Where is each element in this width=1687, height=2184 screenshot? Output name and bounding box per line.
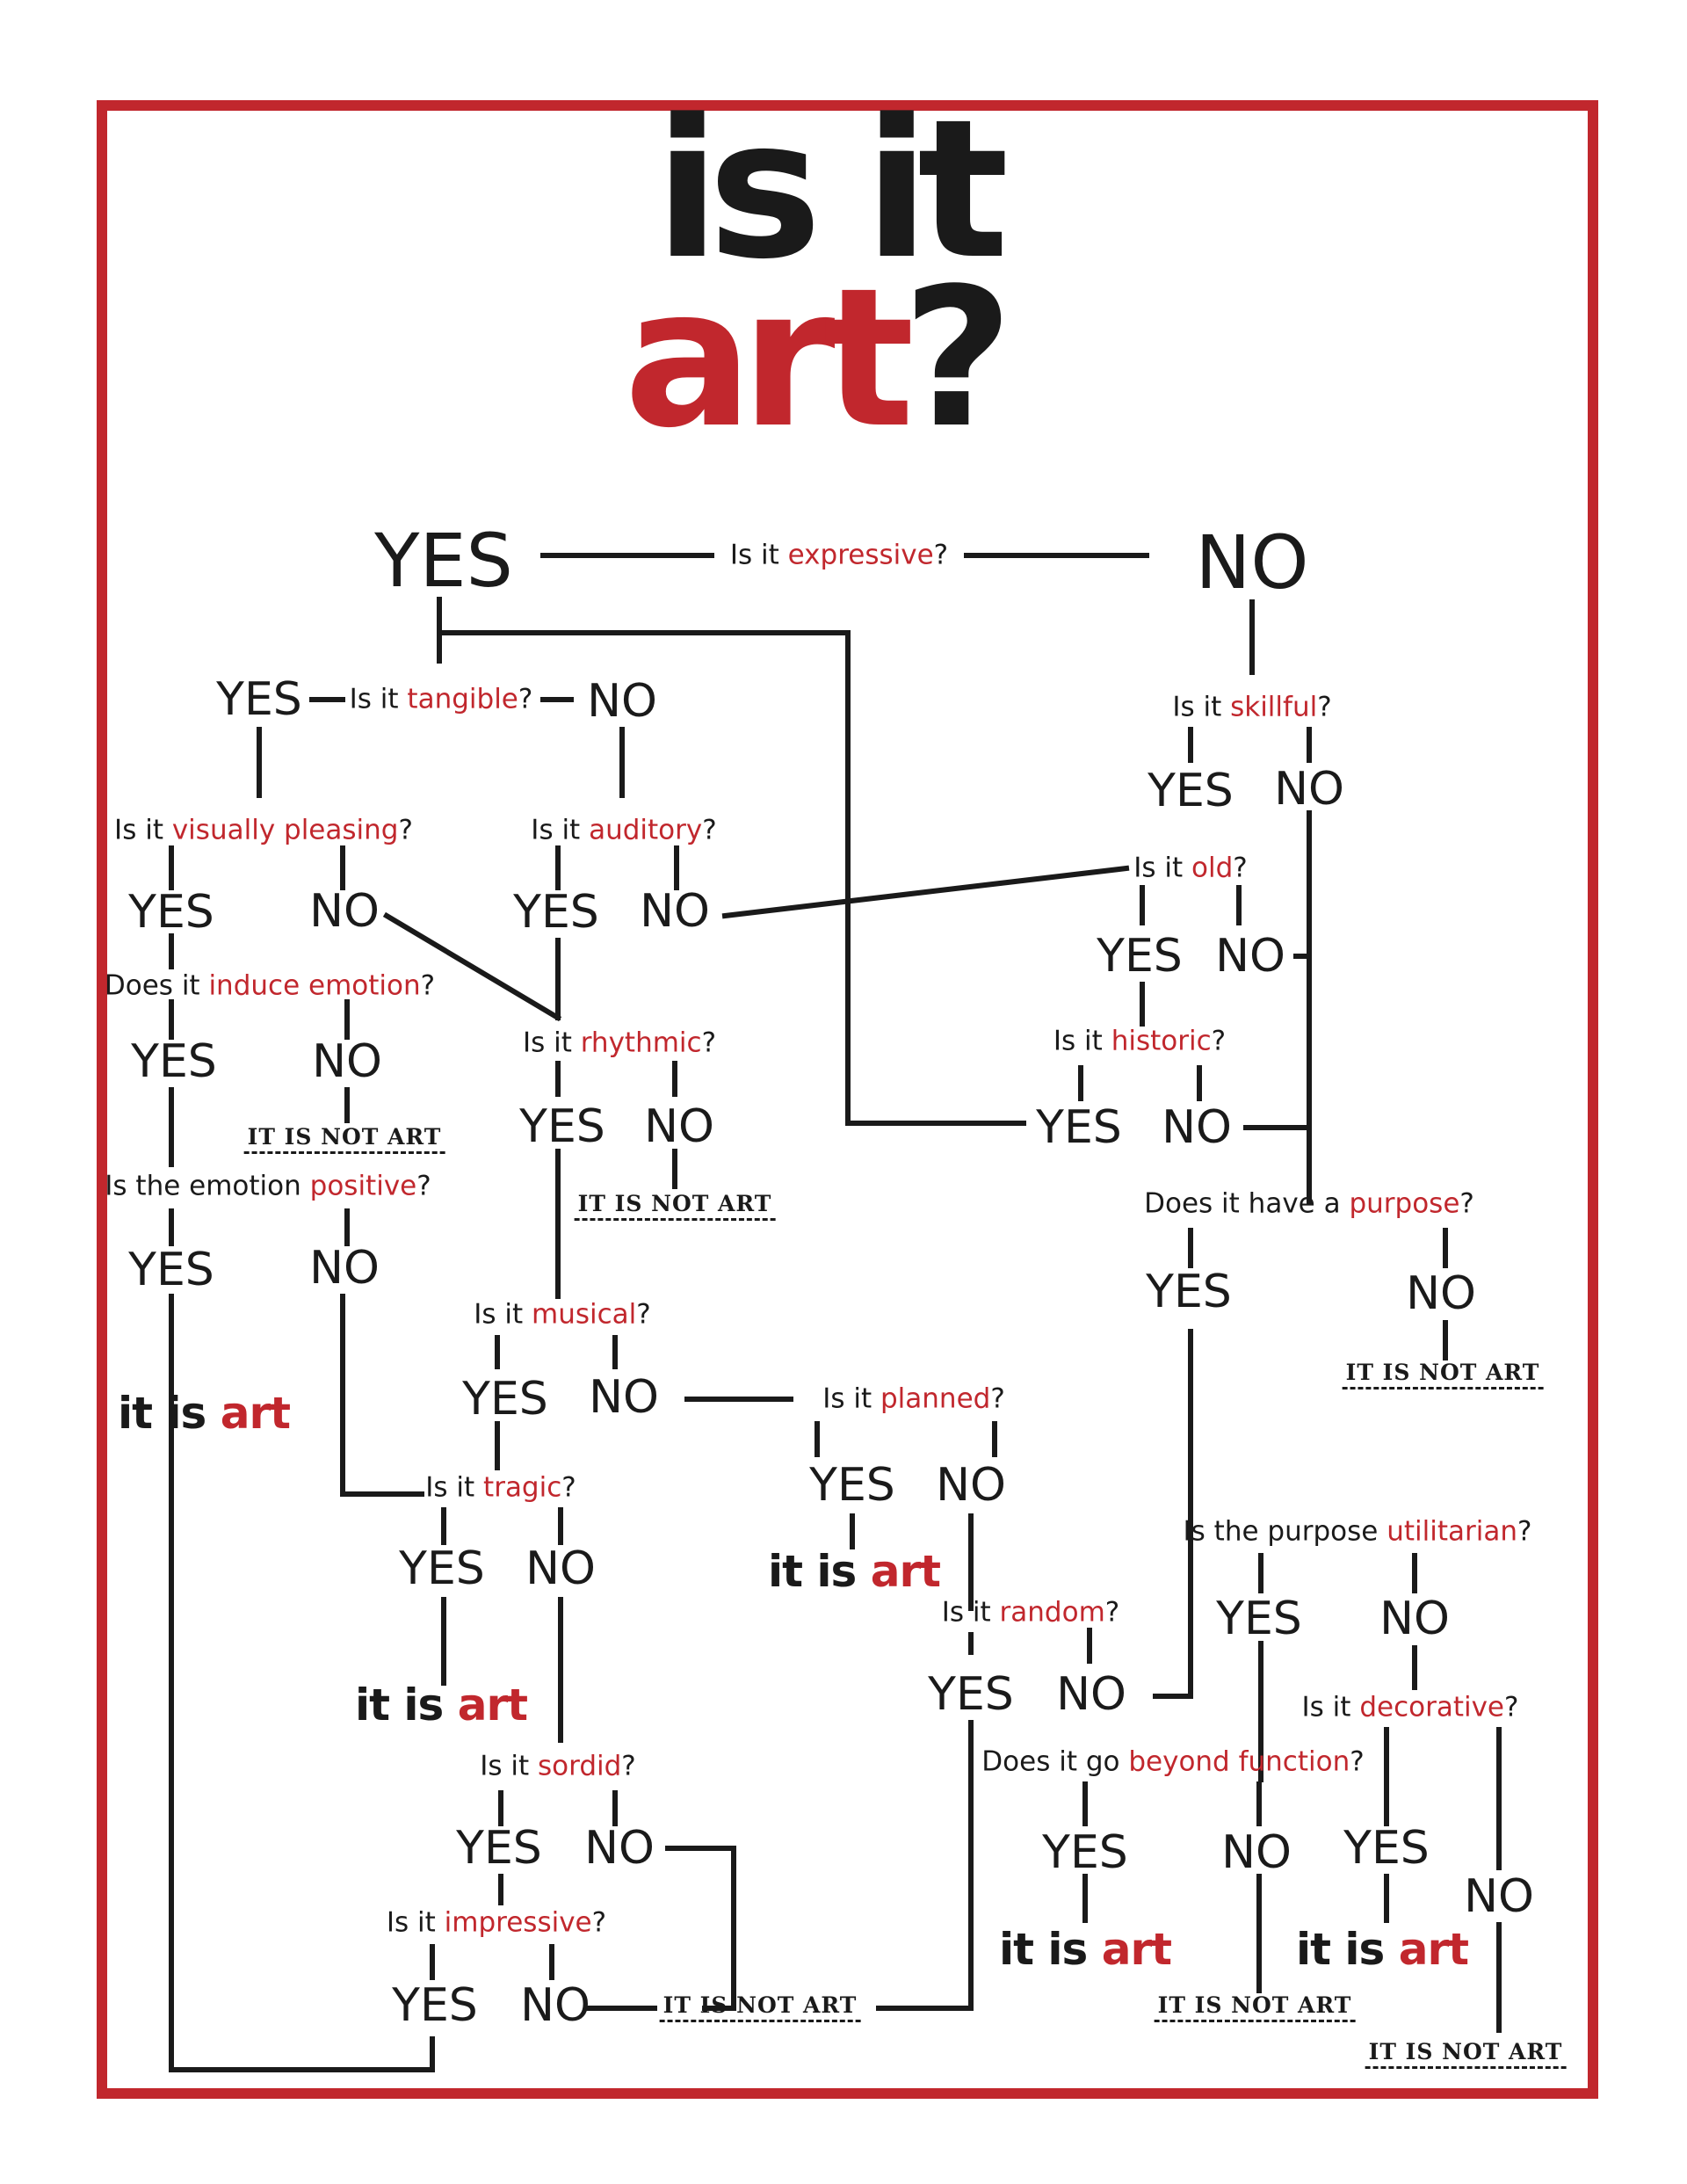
skillful-no: NO (1274, 763, 1344, 816)
expressive-yes: YES (374, 518, 513, 604)
tangible-no: NO (587, 675, 657, 728)
question-sordid: Is it sordid? (480, 1750, 636, 1782)
question-utilitarian: Is the purpose utilitarian? (1183, 1515, 1532, 1548)
emotion-yes: YES (131, 1035, 217, 1088)
question-purpose: Does it have a purpose? (1144, 1187, 1474, 1220)
sordid-no: NO (584, 1822, 655, 1875)
not-art-outcome-emotion: IT IS NOT ART (243, 1126, 445, 1154)
old-yes: YES (1097, 930, 1183, 983)
purpose-no: NO (1406, 1267, 1476, 1320)
positive-yes: YES (128, 1244, 214, 1296)
question-skillful: Is it skillful? (1172, 691, 1332, 723)
utilitarian-no: NO (1379, 1593, 1450, 1645)
planned-yes: YES (809, 1459, 895, 1512)
impressive-no: NO (520, 1979, 590, 2032)
title-question-mark: ? (901, 248, 1014, 470)
not-art-outcome-purpose: IT IS NOT ART (1342, 1361, 1544, 1389)
poster-border (97, 100, 1598, 2099)
auditory-yes: YES (513, 886, 599, 939)
impressive-yes: YES (392, 1979, 478, 2032)
tragic-no: NO (525, 1542, 596, 1595)
question-rhythmic: Is it rhythmic? (522, 1027, 717, 1059)
question-auditory: Is it auditory? (531, 814, 717, 846)
tragic-yes: YES (399, 1542, 485, 1595)
art-outcome-beyond: it is art (998, 1924, 1172, 1975)
art-outcome-planned: it is art (767, 1546, 941, 1597)
expressive-no: NO (1195, 519, 1309, 606)
decorative-no: NO (1464, 1870, 1534, 1923)
musical-no: NO (589, 1371, 659, 1424)
historic-yes: YES (1036, 1101, 1122, 1154)
question-impressive: Is it impressive? (386, 1906, 607, 1939)
purpose-yes: YES (1146, 1266, 1232, 1318)
historic-no: NO (1162, 1101, 1232, 1154)
art-outcome-decorative: it is art (1295, 1924, 1469, 1975)
question-old: Is it old? (1133, 852, 1248, 884)
rhythmic-yes: YES (519, 1100, 605, 1153)
sordid-yes: YES (456, 1822, 542, 1875)
musical-yes: YES (462, 1373, 548, 1426)
title-art-word: art (624, 248, 915, 470)
old-no: NO (1215, 930, 1285, 983)
random-no: NO (1056, 1668, 1126, 1721)
question-visually-pleasing: Is it visually pleasing? (114, 814, 413, 846)
emotion-no: NO (312, 1035, 382, 1088)
title-line-1: is it (655, 79, 1009, 301)
art-outcome-positive: it is art (117, 1388, 291, 1439)
question-tangible: Is it tangible? (349, 683, 533, 715)
question-expressive: Is it expressive? (729, 539, 949, 571)
rhythmic-no: NO (644, 1100, 714, 1153)
skillful-yes: YES (1148, 765, 1234, 817)
planned-no: NO (936, 1459, 1006, 1512)
not-art-outcome-decorative: IT IS NOT ART (1365, 2041, 1567, 2069)
art-outcome-tragic: it is art (354, 1680, 528, 1731)
question-decorative: Is it decorative? (1301, 1691, 1519, 1723)
question-planned: Is it planned? (822, 1382, 1005, 1415)
beyond-no: NO (1221, 1826, 1292, 1879)
question-musical: Is it musical? (474, 1298, 651, 1331)
utilitarian-yes: YES (1216, 1593, 1302, 1645)
auditory-no: NO (640, 885, 710, 938)
question-beyond-function: Does it go beyond function? (981, 1745, 1365, 1778)
not-art-outcome-beyond: IT IS NOT ART (1154, 1994, 1356, 2022)
question-random: Is it random? (941, 1596, 1120, 1629)
not-art-outcome-rhythmic: IT IS NOT ART (574, 1193, 776, 1221)
question-induce-emotion: Does it induce emotion? (104, 969, 436, 1002)
positive-no: NO (309, 1242, 380, 1295)
visually-no: NO (309, 885, 380, 938)
question-historic: Is it historic? (1053, 1025, 1227, 1057)
decorative-yes: YES (1343, 1822, 1430, 1875)
random-yes: YES (928, 1668, 1014, 1721)
question-positive: Is the emotion positive? (105, 1170, 431, 1202)
visually-yes: YES (128, 886, 214, 939)
question-tragic: Is it tragic? (425, 1471, 576, 1504)
title-line-2: art? (624, 264, 1013, 455)
tangible-yes: YES (216, 673, 302, 726)
beyond-yes: YES (1042, 1826, 1128, 1879)
not-art-outcome-impressive: IT IS NOT ART (659, 1994, 861, 2022)
